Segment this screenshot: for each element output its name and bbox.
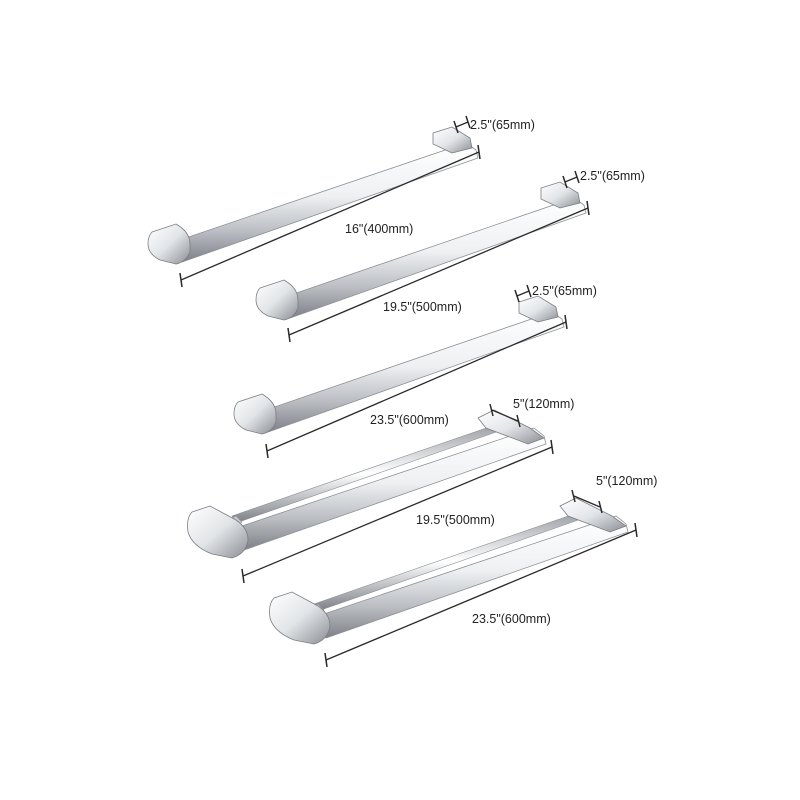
length-dimension-line (325, 529, 637, 661)
depth-tick-left (562, 175, 568, 189)
length-label: 16"(400mm) (345, 222, 413, 236)
length-tick-left (179, 272, 183, 288)
towel-bar-single-400: 16"(400mm) 2.5"(65mm) (147, 115, 535, 288)
length-label: 23.5"(600mm) (472, 612, 551, 626)
length-tick-right (550, 439, 554, 455)
depth-tick-right (598, 500, 603, 514)
length-tick-left (265, 443, 269, 459)
depth-label: 2.5"(65mm) (470, 118, 535, 132)
towel-bar-single-600: 23.5"(600mm) 2.5"(65mm) (233, 284, 597, 459)
length-tick-right (586, 200, 590, 216)
bar-mount-right (559, 497, 627, 533)
depth-tick-right (526, 284, 532, 298)
length-tick-left (324, 652, 328, 668)
length-dimension-line (242, 446, 553, 577)
bar-end-left (269, 591, 331, 645)
length-label: 23.5"(600mm) (370, 413, 449, 427)
depth-label: 5"(120mm) (596, 474, 657, 488)
depth-label: 2.5"(65mm) (532, 284, 597, 298)
length-dimension-line (266, 321, 567, 452)
depth-tick-left (453, 120, 459, 134)
depth-label: 2.5"(65mm) (580, 169, 645, 183)
depth-dimension-line (564, 176, 578, 183)
depth-dimension-line (573, 495, 601, 508)
depth-tick-right (574, 170, 580, 184)
bar-rail-front (311, 515, 629, 639)
length-dimension-line (288, 207, 589, 336)
depth-label: 5"(120mm) (513, 397, 574, 411)
bar-mount-right (518, 295, 559, 323)
length-tick-right (634, 522, 638, 538)
length-dimension-line (180, 151, 480, 281)
bar-mount-right (540, 181, 581, 209)
length-label: 19.5"(500mm) (383, 300, 462, 314)
depth-dimension-line (455, 121, 469, 128)
length-tick-right (477, 144, 481, 160)
towel-bar-double-600: 23.5"(600mm) 5"(120mm) (269, 474, 657, 668)
bar-mount-right (432, 126, 473, 154)
length-tick-left (241, 568, 245, 584)
bar-end-left (233, 393, 277, 435)
length-label: 19.5"(500mm) (416, 513, 495, 527)
depth-tick-left (514, 289, 520, 303)
bar-end-left (187, 505, 249, 559)
bar-rail (167, 142, 479, 263)
depth-tick-right (465, 115, 471, 129)
depth-tick-left (571, 489, 576, 503)
bar-end-left (147, 223, 191, 265)
depth-dimension-line (491, 409, 519, 422)
towel-bar-single-500: 19.5"(500mm) 2.5"(65mm) (255, 169, 645, 343)
depth-tick-right (516, 414, 521, 428)
length-tick-left (287, 327, 291, 343)
towel-bar-double-500: 19.5"(500mm) 5"(120mm) (187, 397, 574, 584)
bar-mount-right (477, 409, 545, 445)
depth-dimension-line (516, 290, 530, 297)
bar-end-left (255, 279, 299, 321)
depth-tick-left (489, 403, 494, 417)
length-tick-right (564, 314, 568, 330)
